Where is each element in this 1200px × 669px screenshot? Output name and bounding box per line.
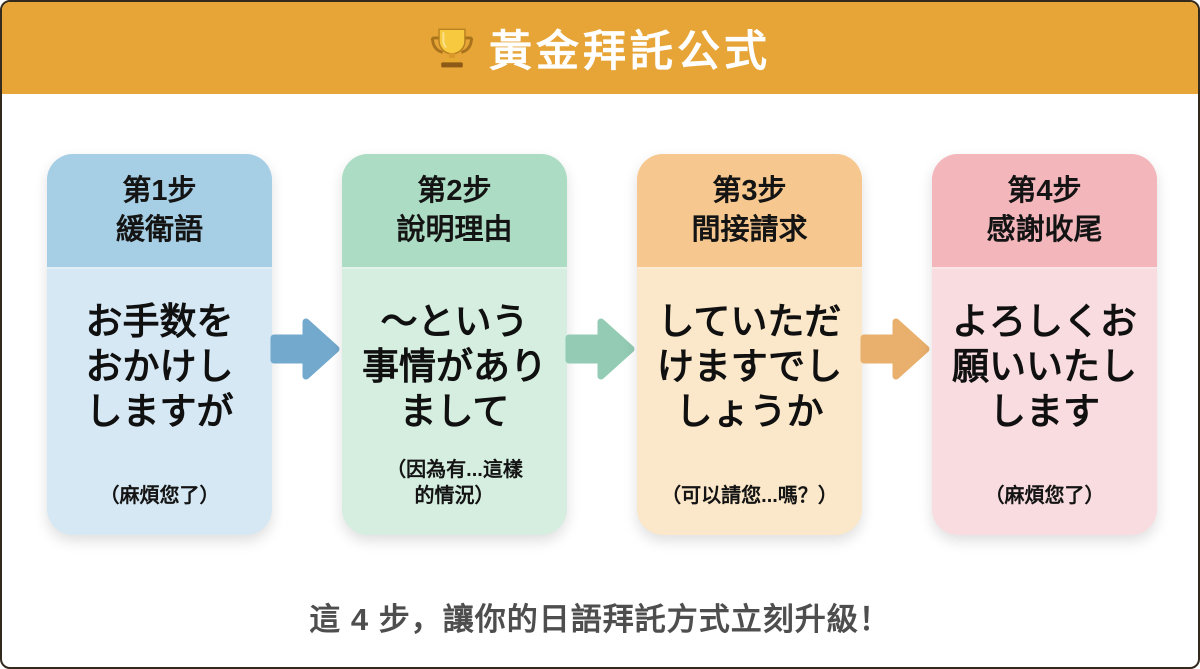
- step-card-4-header: 第4步 感謝收尾: [932, 154, 1157, 269]
- trophy-icon: [429, 25, 475, 71]
- step-3-phrase: していただ けますでし しょうか: [656, 301, 843, 433]
- step-3-note: （可以請您...嗎？）: [661, 485, 838, 507]
- step-card-3-header: 第3步 間接請求: [637, 154, 862, 269]
- step-card-2-body: 〜という 事情があり まして （因為有...這樣 的情況）: [342, 269, 567, 535]
- step-3-name: 間接請求: [691, 213, 808, 246]
- step-card-3: 第3步 間接請求 していただ けますでし しょうか （可以請您...嗎？）: [637, 154, 862, 535]
- arrow-icon-3: [860, 318, 930, 380]
- step-2-phrase: 〜という 事情があり まして: [362, 301, 547, 433]
- step-4-name: 感謝收尾: [986, 213, 1103, 246]
- step-card-1-body: お手数を おかけし しますが （麻煩您了）: [47, 269, 272, 535]
- step-1-name: 緩衛語: [115, 213, 203, 246]
- step-4-phrase: よろしくお 願いいたし します: [952, 301, 1137, 433]
- step-2-name: 說明理由: [396, 213, 513, 246]
- step-1-label: 第1步: [122, 175, 197, 208]
- step-2-label: 第2步: [417, 175, 492, 208]
- arrow-icon-1: [270, 318, 340, 380]
- step-card-3-body: していただ けますでし しょうか （可以請您...嗎？）: [637, 269, 862, 535]
- step-4-label: 第4步: [1007, 175, 1082, 208]
- step-1-phrase: お手数を おかけし しますが: [85, 301, 234, 433]
- step-card-4: 第4步 感謝收尾 よろしくお 願いいたし します （麻煩您了）: [932, 154, 1157, 535]
- step-card-2: 第2步 說明理由 〜という 事情があり まして （因為有...這樣 的情況）: [342, 154, 567, 535]
- step-2-note: （因為有...這樣 的情況）: [386, 459, 523, 507]
- page-title: 黃金拜託公式: [489, 28, 771, 76]
- footer-caption: 這 4 步，讓你的日語拜託方式立刻升級！: [309, 602, 891, 637]
- arrow-icon-2: [565, 318, 635, 380]
- step-card-4-body: よろしくお 願いいたし します （麻煩您了）: [932, 269, 1157, 535]
- step-3-label: 第3步: [712, 175, 787, 208]
- step-4-note: （麻煩您了）: [984, 485, 1105, 507]
- header-banner: 黃金拜託公式: [2, 2, 1198, 94]
- step-card-2-header: 第2步 說明理由: [342, 154, 567, 269]
- step-card-1-header: 第1步 緩衛語: [47, 154, 272, 269]
- step-1-note: （麻煩您了）: [99, 485, 220, 507]
- step-card-1: 第1步 緩衛語 お手数を おかけし しますが （麻煩您了）: [47, 154, 272, 535]
